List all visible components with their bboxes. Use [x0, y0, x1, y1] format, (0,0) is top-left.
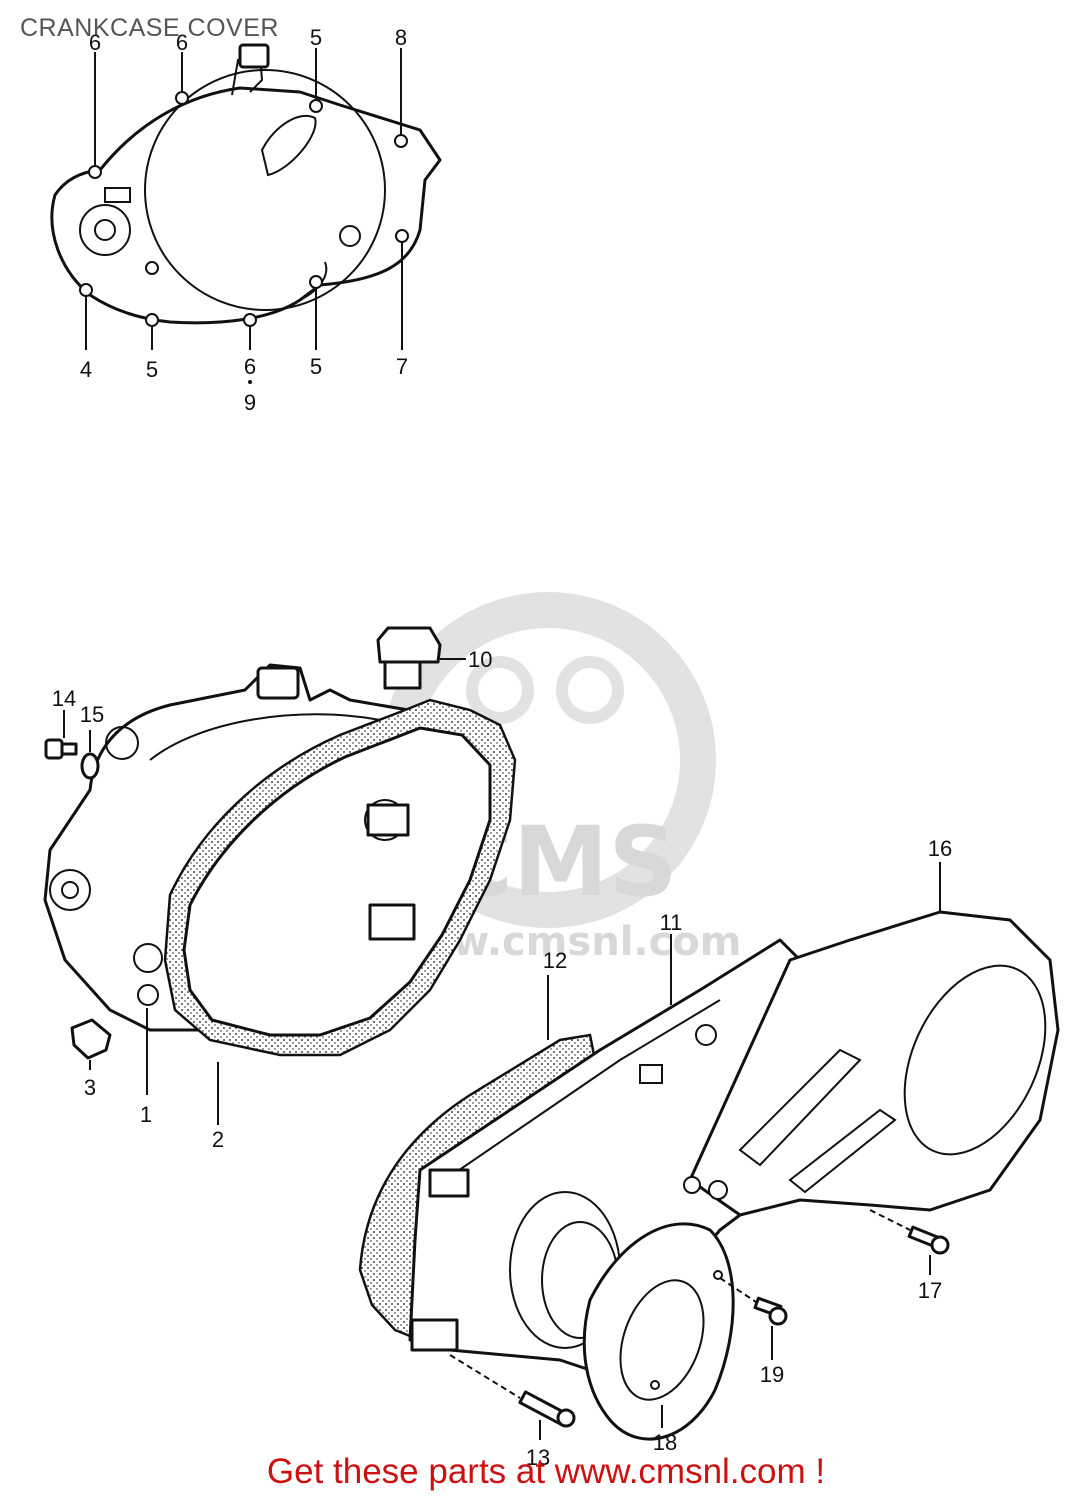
label-part-1: 1: [140, 1102, 152, 1127]
crankcase-cover-left: [43, 626, 517, 1125]
label-part-14: 14: [52, 686, 76, 711]
diagram-title: CRANKCASE COVER: [20, 14, 279, 42]
label-part-12: 12: [543, 948, 567, 973]
label-part-3: 3: [84, 1075, 96, 1100]
label-part-16: 16: [928, 836, 952, 861]
top-cover-drawing: [50, 43, 442, 384]
label-part-2: 2: [212, 1127, 224, 1152]
label-part-15: 15: [80, 702, 104, 727]
label-top-6-center: 6: [176, 30, 188, 55]
label-top-8: 8: [395, 25, 407, 50]
label-bottom-7: 7: [396, 354, 408, 379]
screw-13: [518, 1390, 576, 1428]
label-part-19: 19: [760, 1362, 784, 1387]
label-part-10: 10: [468, 647, 492, 672]
screw-17: [907, 1225, 950, 1255]
label-bottom-5-right: 5: [310, 354, 322, 379]
label-top-6-left: 6: [89, 30, 101, 55]
label-part-11: 11: [660, 910, 683, 935]
label-bottom-6: 6: [244, 354, 256, 379]
transmission-cover-right: [358, 862, 1060, 1441]
label-bottom-9: 9: [244, 390, 256, 415]
label-bottom-5-left: 5: [146, 357, 158, 382]
label-part-13: 13: [526, 1445, 550, 1470]
screw-19: [753, 1296, 788, 1326]
label-bottom-4: 4: [80, 357, 92, 382]
label-part-17: 17: [918, 1278, 942, 1303]
parts-link-banner[interactable]: Get these parts at www.cmsnl.com !: [266, 1452, 826, 1491]
label-part-18: 18: [653, 1430, 677, 1455]
label-top-5: 5: [310, 25, 322, 50]
